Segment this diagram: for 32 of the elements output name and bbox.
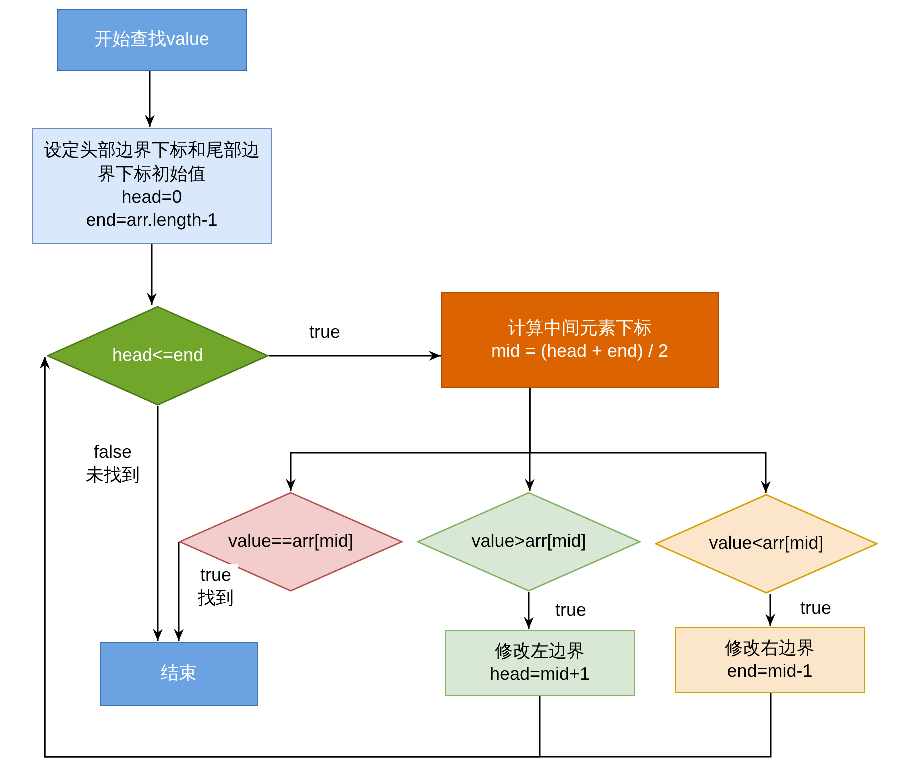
process-box: [57, 9, 247, 71]
diamond-label: value>arr[mid]: [472, 530, 586, 554]
box-label: 开始查找value: [94, 28, 210, 52]
box-label: 修改右边界: [725, 636, 815, 660]
arrow: [529, 388, 771, 493]
arrow: [766, 594, 776, 626]
box-label: head=mid+1: [490, 663, 590, 686]
arrow: [524, 592, 534, 629]
arrow: [174, 542, 184, 641]
diamond-label: value==arr[mid]: [228, 530, 354, 554]
process-box: [441, 292, 719, 388]
box-label: head=0: [122, 186, 182, 209]
decision-diamond: [47, 306, 269, 406]
arrow: [145, 71, 155, 127]
box-label: 结束: [161, 662, 197, 686]
process-box: [675, 627, 865, 693]
arrow: [269, 351, 441, 361]
box-label: end=arr.length-1: [86, 209, 218, 232]
box-label: 计算中间元素下标: [508, 316, 652, 340]
box-label: mid = (head + end) / 2: [491, 340, 669, 363]
diamond-label: value<arr[mid]: [709, 532, 824, 556]
box-label: end=mid-1: [727, 660, 813, 683]
process-box: [445, 630, 635, 696]
process-box: [100, 642, 258, 706]
box-label: 修改左边界: [495, 640, 585, 663]
decision-diamond: [655, 494, 878, 594]
decision-diamond: [417, 492, 641, 592]
diamond-label: head<=end: [112, 344, 204, 368]
arrow: [147, 244, 157, 305]
arrow: [153, 406, 163, 641]
process-box: [32, 128, 272, 244]
arrow: [40, 357, 772, 758]
